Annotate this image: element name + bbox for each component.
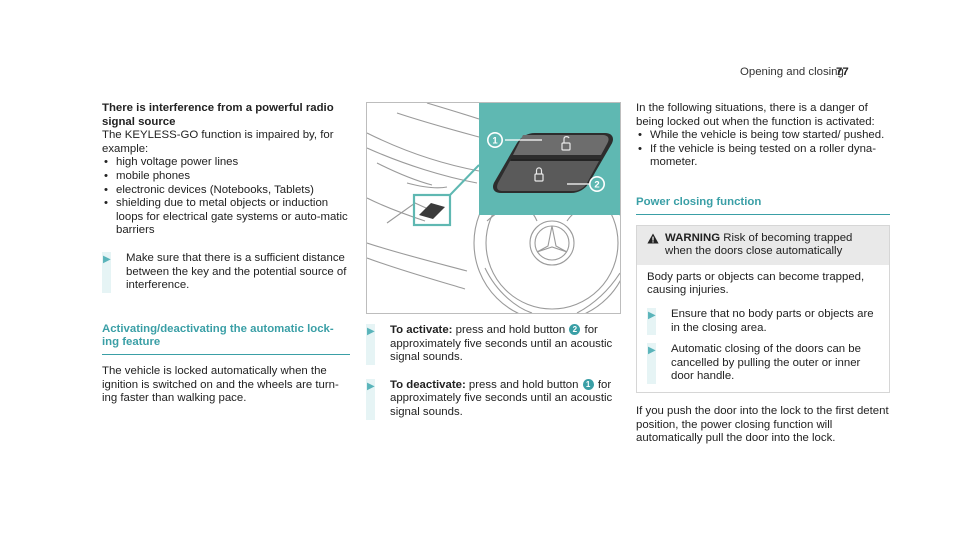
button-1-badge: 1 bbox=[582, 379, 594, 391]
door-lock-illustration: 1 2 bbox=[366, 102, 621, 314]
interference-intro: The KEYLESS-GO function is impaired by, … bbox=[102, 129, 334, 155]
warning-triangle-icon bbox=[647, 233, 659, 244]
action-step: ▶ Automatic closing of the doors can be … bbox=[647, 343, 879, 384]
illustration-svg: 1 2 bbox=[367, 103, 620, 313]
column-middle: ▶ To activate: press and hold button 2 f… bbox=[366, 324, 620, 420]
list-item: shielding due to metal objects or induct… bbox=[102, 197, 350, 238]
list-item: electronic devices (Notebooks, Tablets) bbox=[102, 184, 350, 198]
warning-title: Risk of becoming trapped when the doors … bbox=[665, 231, 853, 258]
warning-header: WARNING Risk of becoming trapped when th… bbox=[637, 225, 889, 265]
play-arrow-icon: ▶ bbox=[103, 253, 111, 265]
play-arrow-icon: ▶ bbox=[648, 345, 656, 357]
callout-2: 2 bbox=[594, 180, 599, 191]
play-arrow-icon: ▶ bbox=[367, 380, 375, 392]
list-item: high voltage power lines bbox=[102, 156, 350, 170]
interference-heading: There is interference from a powerful ra… bbox=[102, 102, 334, 128]
lockout-list: While the vehicle is being tow started/ … bbox=[636, 129, 890, 170]
warning-text: Body parts or objects can become trapped… bbox=[647, 270, 865, 297]
action-text: Make sure that there is a sufficient dis… bbox=[126, 251, 347, 292]
lock-icon bbox=[534, 167, 544, 182]
warning-box: WARNING Risk of becoming trapped when th… bbox=[636, 224, 890, 393]
running-header: Opening and closing bbox=[740, 66, 844, 78]
action-bar bbox=[102, 251, 111, 293]
button-2-badge: 2 bbox=[569, 324, 581, 336]
autolock-text: The vehicle is locked automatically when… bbox=[102, 364, 339, 405]
action-step: ▶ To deactivate: press and hold button 1… bbox=[366, 378, 620, 420]
action-step: ▶ Make sure that there is a sufficient d… bbox=[102, 251, 350, 293]
warning-body: Body parts or objects can become trapped… bbox=[637, 265, 889, 392]
play-arrow-icon: ▶ bbox=[367, 326, 375, 337]
activate-label: To activate: bbox=[390, 324, 453, 336]
warning-action-text: Ensure that no body parts or objects are… bbox=[671, 307, 874, 334]
power-closing-outro: If you push the door into the lock to th… bbox=[636, 404, 889, 445]
action-bar bbox=[647, 307, 656, 336]
callout-1: 1 bbox=[492, 136, 498, 147]
list-item: While the vehicle is being tow started/ … bbox=[636, 129, 890, 143]
action-bar bbox=[647, 343, 656, 384]
unlock-icon bbox=[561, 136, 571, 151]
list-item: If the vehicle is being tested on a roll… bbox=[636, 143, 890, 170]
action-step: ▶ Ensure that no body parts or objects a… bbox=[647, 307, 879, 336]
activate-pre: press and hold button bbox=[455, 324, 566, 336]
play-arrow-icon: ▶ bbox=[648, 309, 656, 321]
power-closing-heading: Power closing function bbox=[636, 196, 890, 215]
page-number: 77 bbox=[836, 66, 849, 78]
activate-post: for approximately five seconds until an … bbox=[390, 324, 613, 364]
column-left: There is interference from a powerful ra… bbox=[102, 102, 350, 406]
autolock-heading: Activating/deactivating the automatic lo… bbox=[102, 323, 350, 355]
deactivate-post: for approximately five seconds until an … bbox=[390, 378, 613, 418]
column-right: In the following situations, there is a … bbox=[636, 102, 890, 446]
warning-action-text: Automatic closing of the doors can be ca… bbox=[671, 343, 861, 383]
deactivate-label: To deactivate: bbox=[390, 378, 466, 391]
lockout-intro: In the following situations, there is a … bbox=[636, 102, 875, 128]
warning-label: WARNING bbox=[665, 231, 721, 244]
action-step: ▶ To activate: press and hold button 2 f… bbox=[366, 324, 620, 365]
list-item: mobile phones bbox=[102, 170, 350, 184]
deactivate-pre: press and hold button bbox=[468, 378, 579, 391]
action-bar bbox=[366, 378, 375, 420]
interference-list: high voltage power lines mobile phones e… bbox=[102, 156, 350, 238]
action-bar bbox=[366, 324, 375, 365]
